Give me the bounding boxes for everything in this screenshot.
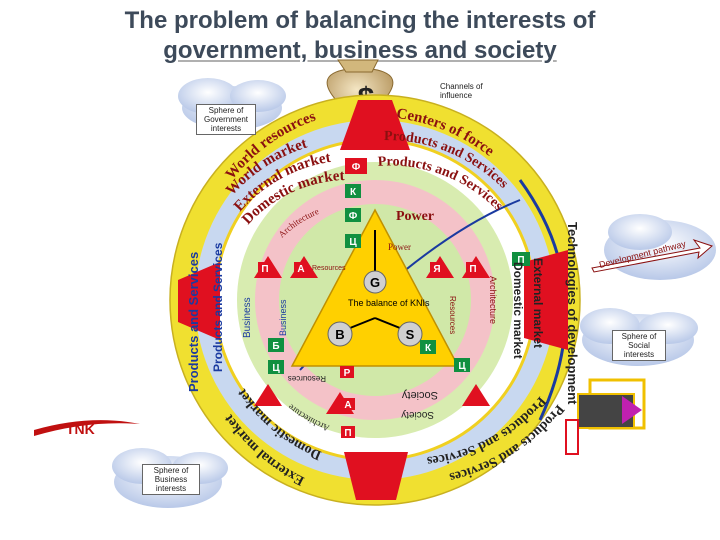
government-sphere-box: Sphere of Government interests — [196, 104, 256, 135]
text-power: Power — [396, 209, 434, 224]
svg-text:А: А — [297, 264, 304, 275]
corner-s: S — [397, 321, 423, 347]
channels-of-influence-label: Channels of influence — [440, 82, 483, 100]
svg-text:П: П — [469, 264, 476, 275]
balance-center-line: The balance of KNIs — [348, 298, 430, 308]
text-business-left: Business — [242, 297, 253, 338]
svg-text:Ф: Ф — [349, 211, 358, 222]
svg-text:К: К — [425, 343, 432, 354]
tnk-label: TNK — [66, 421, 95, 437]
red-sector-right — [524, 250, 568, 350]
svg-text:П: П — [344, 428, 351, 439]
svg-text:П: П — [261, 264, 268, 275]
letter-badges: Ф К Ф Ц П А Я П Б Ц К Ц Р А П П — [258, 158, 530, 439]
svg-text:П: П — [517, 255, 524, 266]
svg-text:Ц: Ц — [458, 361, 466, 372]
svg-text:Ц: Ц — [349, 237, 357, 248]
business-sphere-box: Sphere of Business interests — [142, 464, 200, 495]
svg-text:Ц: Ц — [272, 363, 280, 374]
text-business-left2: Business — [278, 299, 288, 336]
corner-g: G — [363, 270, 387, 294]
red-sector-bottom — [344, 452, 408, 500]
text-power-inner: Power — [388, 242, 411, 252]
text-resources-right: Resources — [448, 296, 457, 334]
text-resources-bottom: Resources — [288, 374, 326, 383]
top-right-cloud — [604, 214, 716, 280]
development-pathway-arrow — [591, 239, 713, 273]
play-icon — [565, 378, 646, 455]
text-products-services-left2: Products and Services — [211, 242, 225, 372]
svg-text:Я: Я — [433, 264, 440, 275]
tnk-logo — [34, 420, 140, 436]
red-sector-left — [178, 262, 220, 340]
text-domestic-market-right: Domestic market — [511, 262, 525, 359]
svg-text:B: B — [335, 327, 344, 342]
svg-text:Б: Б — [272, 341, 279, 352]
text-external-market-right: External market — [531, 258, 545, 348]
text-technologies: Technologies of development — [565, 222, 580, 405]
svg-text:Р: Р — [344, 368, 351, 379]
svg-text:А: А — [344, 400, 351, 411]
title-line-1: The problem of balancing the interests o… — [124, 7, 596, 34]
social-sphere-box: Sphere of Social interests — [612, 330, 666, 361]
text-resources: Resources — [312, 265, 346, 272]
red-sector-top — [340, 100, 410, 150]
svg-text:К: К — [350, 187, 357, 198]
page-title: The problem of balancing the interests o… — [0, 6, 720, 66]
svg-text:G: G — [370, 275, 380, 290]
text-architecture-right: Architecture — [488, 276, 498, 324]
text-society-inner: Society — [401, 409, 434, 420]
corner-b: B — [327, 321, 353, 347]
svg-text:S: S — [406, 327, 415, 342]
text-society: Society — [401, 389, 438, 401]
svg-text:Ф: Ф — [352, 162, 361, 173]
text-products-services-left: Products and Services — [186, 252, 201, 392]
